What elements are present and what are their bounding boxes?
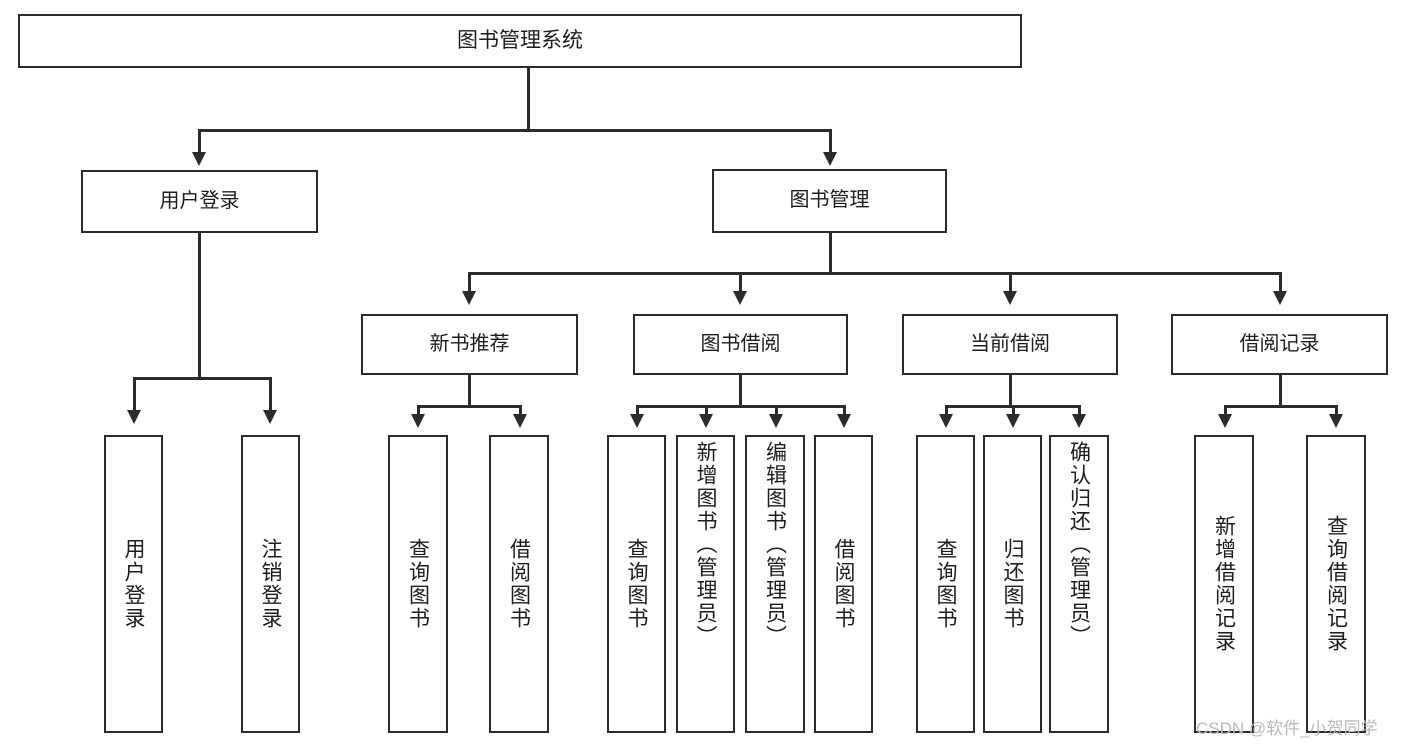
leaf-label: 新增图书（管理员） <box>694 441 717 648</box>
arrow-to-cb-return-book <box>1006 414 1020 428</box>
leaf-label: 借阅图书 <box>832 538 855 630</box>
node-label: 用户登录 <box>159 189 240 212</box>
arrow-to-br-query-record <box>1329 414 1343 428</box>
node-label: 借阅记录 <box>1239 332 1320 355</box>
leaf-label: 用户登录 <box>122 538 145 630</box>
leaf-label: 查询借阅记录 <box>1324 515 1348 653</box>
leaf-bb-query-book[interactable]: 查询图书 <box>607 435 666 733</box>
leaf-label: 借阅图书 <box>507 538 531 630</box>
connector-bb-1 <box>636 405 639 417</box>
connector-borrow-record-stem <box>1279 375 1282 407</box>
connector-user-login-left <box>133 377 136 413</box>
leaf-cb-confirm-return[interactable]: 确认归还（管理员） <box>1049 435 1109 733</box>
connector-root-to-book-manage <box>829 129 832 155</box>
leaf-label: 查询图书 <box>406 538 430 630</box>
arrow-to-bb-add-book <box>699 414 713 428</box>
connector-user-login-bar <box>133 377 271 380</box>
leaf-br-add-record[interactable]: 新增借阅记录 <box>1194 435 1254 733</box>
arrow-to-br-add-record <box>1218 414 1232 428</box>
arrow-to-borrow-record <box>1273 291 1287 305</box>
connector-bm-to-current-borrow <box>1009 272 1012 293</box>
connector-bm-to-book-borrow <box>739 272 742 293</box>
connector-borrow-record-bar <box>1224 405 1337 408</box>
connector-new-book-bar <box>417 405 521 408</box>
node-label: 图书管理 <box>789 189 870 212</box>
arrow-to-current-borrow <box>1003 291 1017 305</box>
node-borrow-record[interactable]: 借阅记录 <box>1171 314 1388 375</box>
arrow-to-leaf-user-login <box>127 410 141 424</box>
leaf-br-query-record[interactable]: 查询借阅记录 <box>1306 435 1366 733</box>
connector-cb-2 <box>1012 405 1015 417</box>
arrow-to-book-manage <box>823 152 837 166</box>
leaf-label: 查询图书 <box>625 538 648 630</box>
arrow-to-user-login <box>192 152 206 166</box>
connector-bm-to-borrow-record <box>1279 272 1282 293</box>
leaf-label: 新增借阅记录 <box>1212 515 1236 653</box>
leaf-label: 注销登录 <box>259 538 282 630</box>
node-new-book-recommend[interactable]: 新书推荐 <box>361 314 578 375</box>
leaf-bb-edit-book[interactable]: 编辑图书（管理员） <box>745 435 805 733</box>
node-label: 新书推荐 <box>429 332 510 355</box>
arrow-to-cb-confirm-return <box>1072 414 1086 428</box>
connector-nb-right <box>519 405 522 417</box>
connector-nb-left <box>417 405 420 417</box>
arrow-to-bb-query-book <box>630 414 644 428</box>
arrow-to-book-borrow <box>733 291 747 305</box>
connector-bm-to-new-book <box>468 272 471 293</box>
watermark-csdn: CSDN @软件_小贺同学 <box>1196 719 1378 738</box>
connector-bb-2 <box>705 405 708 417</box>
arrow-to-bb-borrow-book <box>837 414 851 428</box>
arrow-to-new-book-recommend <box>462 291 476 305</box>
node-label: 当前借阅 <box>970 332 1050 355</box>
leaf-label: 归还图书 <box>1001 538 1024 630</box>
arrow-to-nb-borrow-book <box>513 414 527 428</box>
leaf-label: 确认归还（管理员） <box>1067 441 1091 648</box>
connector-cb-1 <box>945 405 948 417</box>
node-book-borrow[interactable]: 图书借阅 <box>633 314 848 375</box>
node-book-manage[interactable]: 图书管理 <box>712 169 947 233</box>
arrow-to-cb-query-book <box>939 414 953 428</box>
leaf-bb-add-book[interactable]: 新增图书（管理员） <box>676 435 735 733</box>
leaf-user-login[interactable]: 用户登录 <box>104 435 163 733</box>
node-user-login[interactable]: 用户登录 <box>81 170 318 233</box>
arrow-to-leaf-logout <box>263 410 277 424</box>
leaf-bb-borrow-book[interactable]: 借阅图书 <box>814 435 873 733</box>
connector-cb-3 <box>1078 405 1081 417</box>
connector-current-borrow-stem <box>1009 375 1012 407</box>
leaf-logout[interactable]: 注销登录 <box>241 435 300 733</box>
connector-book-manage-stem <box>829 233 832 274</box>
leaf-nb-borrow-book[interactable]: 借阅图书 <box>489 435 549 733</box>
leaf-cb-return-book[interactable]: 归还图书 <box>983 435 1042 733</box>
connector-book-borrow-stem <box>739 375 742 407</box>
arrow-to-bb-edit-book <box>769 414 783 428</box>
connector-root-bar <box>198 129 830 132</box>
connector-new-book-stem <box>468 375 471 407</box>
connector-user-login-stem <box>198 233 201 379</box>
leaf-label: 查询图书 <box>934 538 957 630</box>
arrow-to-nb-query-book <box>411 414 425 428</box>
connector-root-stem <box>527 68 530 130</box>
node-label: 图书管理系统 <box>457 28 583 52</box>
connector-user-login-right <box>269 377 272 413</box>
node-label: 图书借阅 <box>700 332 781 355</box>
connector-book-borrow-bar <box>636 405 844 408</box>
leaf-label: 编辑图书（管理员） <box>763 441 787 648</box>
connector-bb-4 <box>843 405 846 417</box>
connector-bb-3 <box>775 405 778 417</box>
leaf-nb-query-book[interactable]: 查询图书 <box>388 435 448 733</box>
connector-book-manage-bar <box>468 272 1282 275</box>
leaf-cb-query-book[interactable]: 查询图书 <box>916 435 975 733</box>
connector-br-right <box>1335 405 1338 417</box>
node-current-borrow[interactable]: 当前借阅 <box>902 314 1118 375</box>
connector-root-to-user-login <box>198 129 201 155</box>
connector-br-left <box>1224 405 1227 417</box>
node-root-system[interactable]: 图书管理系统 <box>18 14 1022 68</box>
